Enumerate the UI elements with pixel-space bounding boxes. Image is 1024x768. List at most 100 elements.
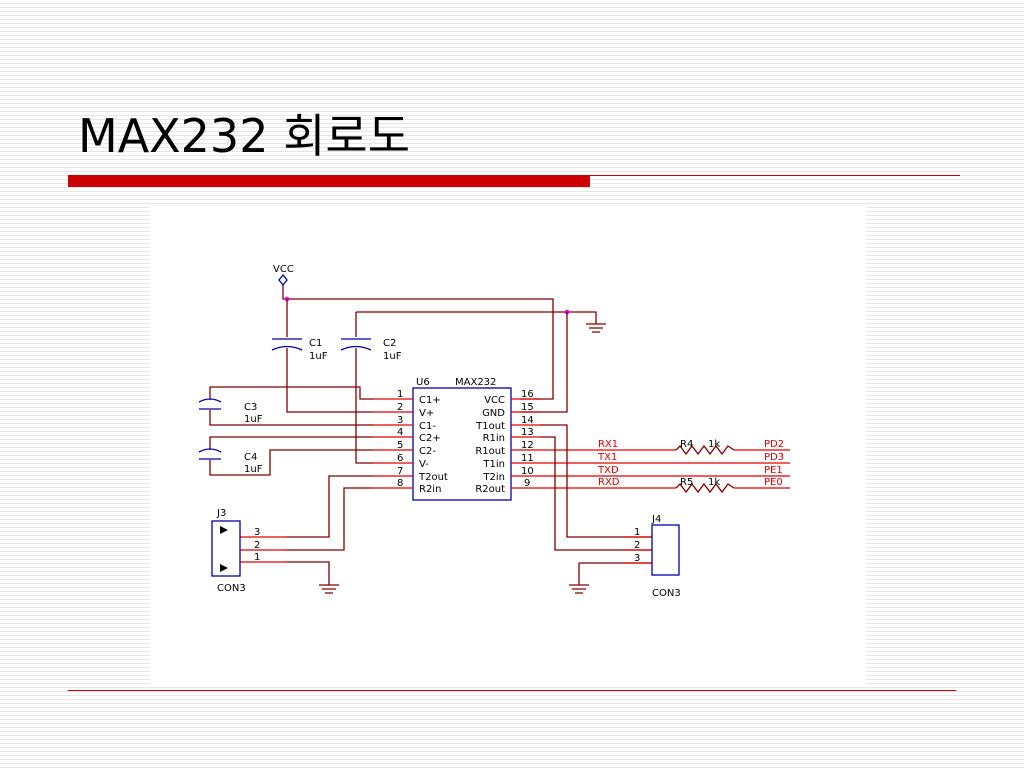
- wire-c3-to-pin1: [209, 386, 373, 400]
- ic-pin-num: 6: [397, 453, 403, 464]
- c1-ref: C1: [309, 338, 322, 349]
- net-label: RX1: [598, 439, 618, 450]
- capacitor-c4-icon: [198, 448, 222, 460]
- schematic-diagram: VCC C1 1uF C2 1uF C3 1uF C4 1uF U6 MAX23…: [198, 264, 790, 599]
- ic-pin-name: GND: [482, 408, 505, 419]
- c3-value: 1uF: [244, 414, 263, 425]
- ic-pin-num: 8: [397, 478, 403, 489]
- ic-pin-name: T2in: [482, 472, 505, 483]
- ic-pin-name: T1out: [475, 421, 505, 432]
- j4-type: CON3: [652, 588, 681, 599]
- ic-pin-num: 7: [397, 466, 403, 477]
- ic-pin-name: T1in: [482, 459, 505, 470]
- wire-r2in-to-j3: [287, 487, 373, 551]
- j4-pin-num: 1: [634, 527, 640, 538]
- ic-pin-num: 10: [521, 466, 534, 477]
- c3-ref: C3: [244, 402, 257, 413]
- port-label: PE1: [764, 465, 783, 476]
- wire-t2out-to-j3: [287, 475, 373, 538]
- ic-pin-name: C1-: [419, 421, 436, 432]
- ic-ref: U6: [416, 377, 430, 388]
- slide-title: MAX232 회로도: [78, 109, 411, 163]
- j3-pin-num: 3: [254, 527, 260, 538]
- capacitor-c1-icon: [271, 338, 303, 351]
- ic-pin-name: R1out: [475, 446, 505, 457]
- ic-pin-num: 5: [397, 440, 403, 451]
- ic-pin-name: V+: [419, 408, 434, 419]
- capacitor-c3-icon: [198, 398, 222, 410]
- ic-pin-name: C2-: [419, 446, 436, 457]
- ic-pin-name: C2+: [419, 433, 441, 444]
- r5-value: 1k: [708, 477, 720, 488]
- resistor-r4-icon: [675, 444, 735, 456]
- schematic-panel: VCC C1 1uF C2 1uF C3 1uF C4 1uF U6 MAX23…: [150, 207, 866, 686]
- c2-value: 1uF: [383, 351, 402, 362]
- connector-j4-pin-stubs: [625, 536, 652, 564]
- ic-pin-num: 1: [397, 389, 403, 400]
- ic-pin-num: 12: [521, 440, 534, 451]
- ic-pin-name: V-: [419, 459, 429, 470]
- net-label: TXD: [597, 465, 619, 476]
- footer-rule: [68, 690, 956, 691]
- wire-r1in-to-j4: [540, 436, 652, 551]
- c4-ref: C4: [244, 452, 257, 463]
- net-label: TX1: [597, 452, 617, 463]
- j4-pin-num: 2: [634, 540, 640, 551]
- wire-c4-to-pin5: [209, 449, 373, 476]
- wire-c3-to-pin3: [209, 410, 373, 426]
- j3-pin-num: 2: [254, 540, 260, 551]
- ic-pin-name: T2out: [418, 472, 448, 483]
- resistor-r5-icon: [675, 482, 735, 494]
- c4-value: 1uF: [244, 464, 263, 475]
- vcc-port-icon: [278, 273, 288, 287]
- j3-type: CON3: [217, 583, 246, 594]
- wire-c4-to-pin4: [209, 436, 373, 450]
- ground-symbol-icon: [586, 323, 606, 333]
- c2-ref: C2: [383, 338, 396, 349]
- net-bus-lines: [540, 449, 790, 489]
- capacitor-c2-icon: [340, 338, 372, 351]
- ic-pin-name: R2out: [475, 484, 505, 495]
- wire-c2-to-vminus: [355, 348, 373, 464]
- j3-arrow-icon: [220, 526, 228, 534]
- wire-t1out-to-j4: [540, 424, 652, 538]
- wire-c1-to-vplus: [286, 348, 373, 413]
- port-label: PD3: [764, 452, 784, 463]
- vcc-label: VCC: [273, 264, 294, 275]
- title-underline-thin: [590, 175, 960, 176]
- net-label: RXD: [598, 477, 620, 488]
- j3-pin-num: 1: [254, 552, 260, 563]
- connector-j3-body: [211, 520, 241, 577]
- r5-ref: R5: [680, 477, 693, 488]
- ic-pin-name: R1in: [483, 433, 505, 444]
- j3-arrow-icon: [220, 564, 228, 572]
- ic-pin-num: 4: [397, 427, 403, 438]
- connector-j4-body: [651, 524, 680, 576]
- ic-pin-num: 2: [397, 402, 403, 413]
- ic-pin-name: C1+: [419, 395, 441, 406]
- j4-pin-num: 3: [634, 553, 640, 564]
- ic-pin-num: 15: [521, 402, 534, 413]
- ic-pin-num: 14: [521, 415, 534, 426]
- ic-part: MAX232: [455, 377, 496, 388]
- ic-pin-num: 3: [397, 415, 403, 426]
- ic-right-pin-stubs: [511, 398, 540, 489]
- wire-j3-gnd: [287, 561, 330, 585]
- c1-value: 1uF: [309, 351, 328, 362]
- ground-symbol-icon: [569, 584, 589, 594]
- ground-symbol-icon: [319, 584, 339, 594]
- ic-left-pin-stubs: [373, 398, 413, 489]
- j3-ref: J3: [216, 508, 226, 519]
- r4-ref: R4: [680, 439, 693, 450]
- wire-vcc-rail: [282, 285, 554, 400]
- ic-pin-name: R2in: [419, 484, 441, 495]
- ic-pin-num: 9: [524, 478, 530, 489]
- r4-value: 1k: [708, 439, 720, 450]
- ic-pin-num: 13: [521, 427, 534, 438]
- ic-pin-num: 11: [521, 453, 534, 464]
- ic-pin-name: VCC: [484, 395, 505, 406]
- connector-j3-pin-stubs: [240, 536, 287, 563]
- port-label: PE0: [764, 477, 783, 488]
- title-underline-red: [68, 175, 590, 187]
- j4-ref: J4: [651, 514, 661, 525]
